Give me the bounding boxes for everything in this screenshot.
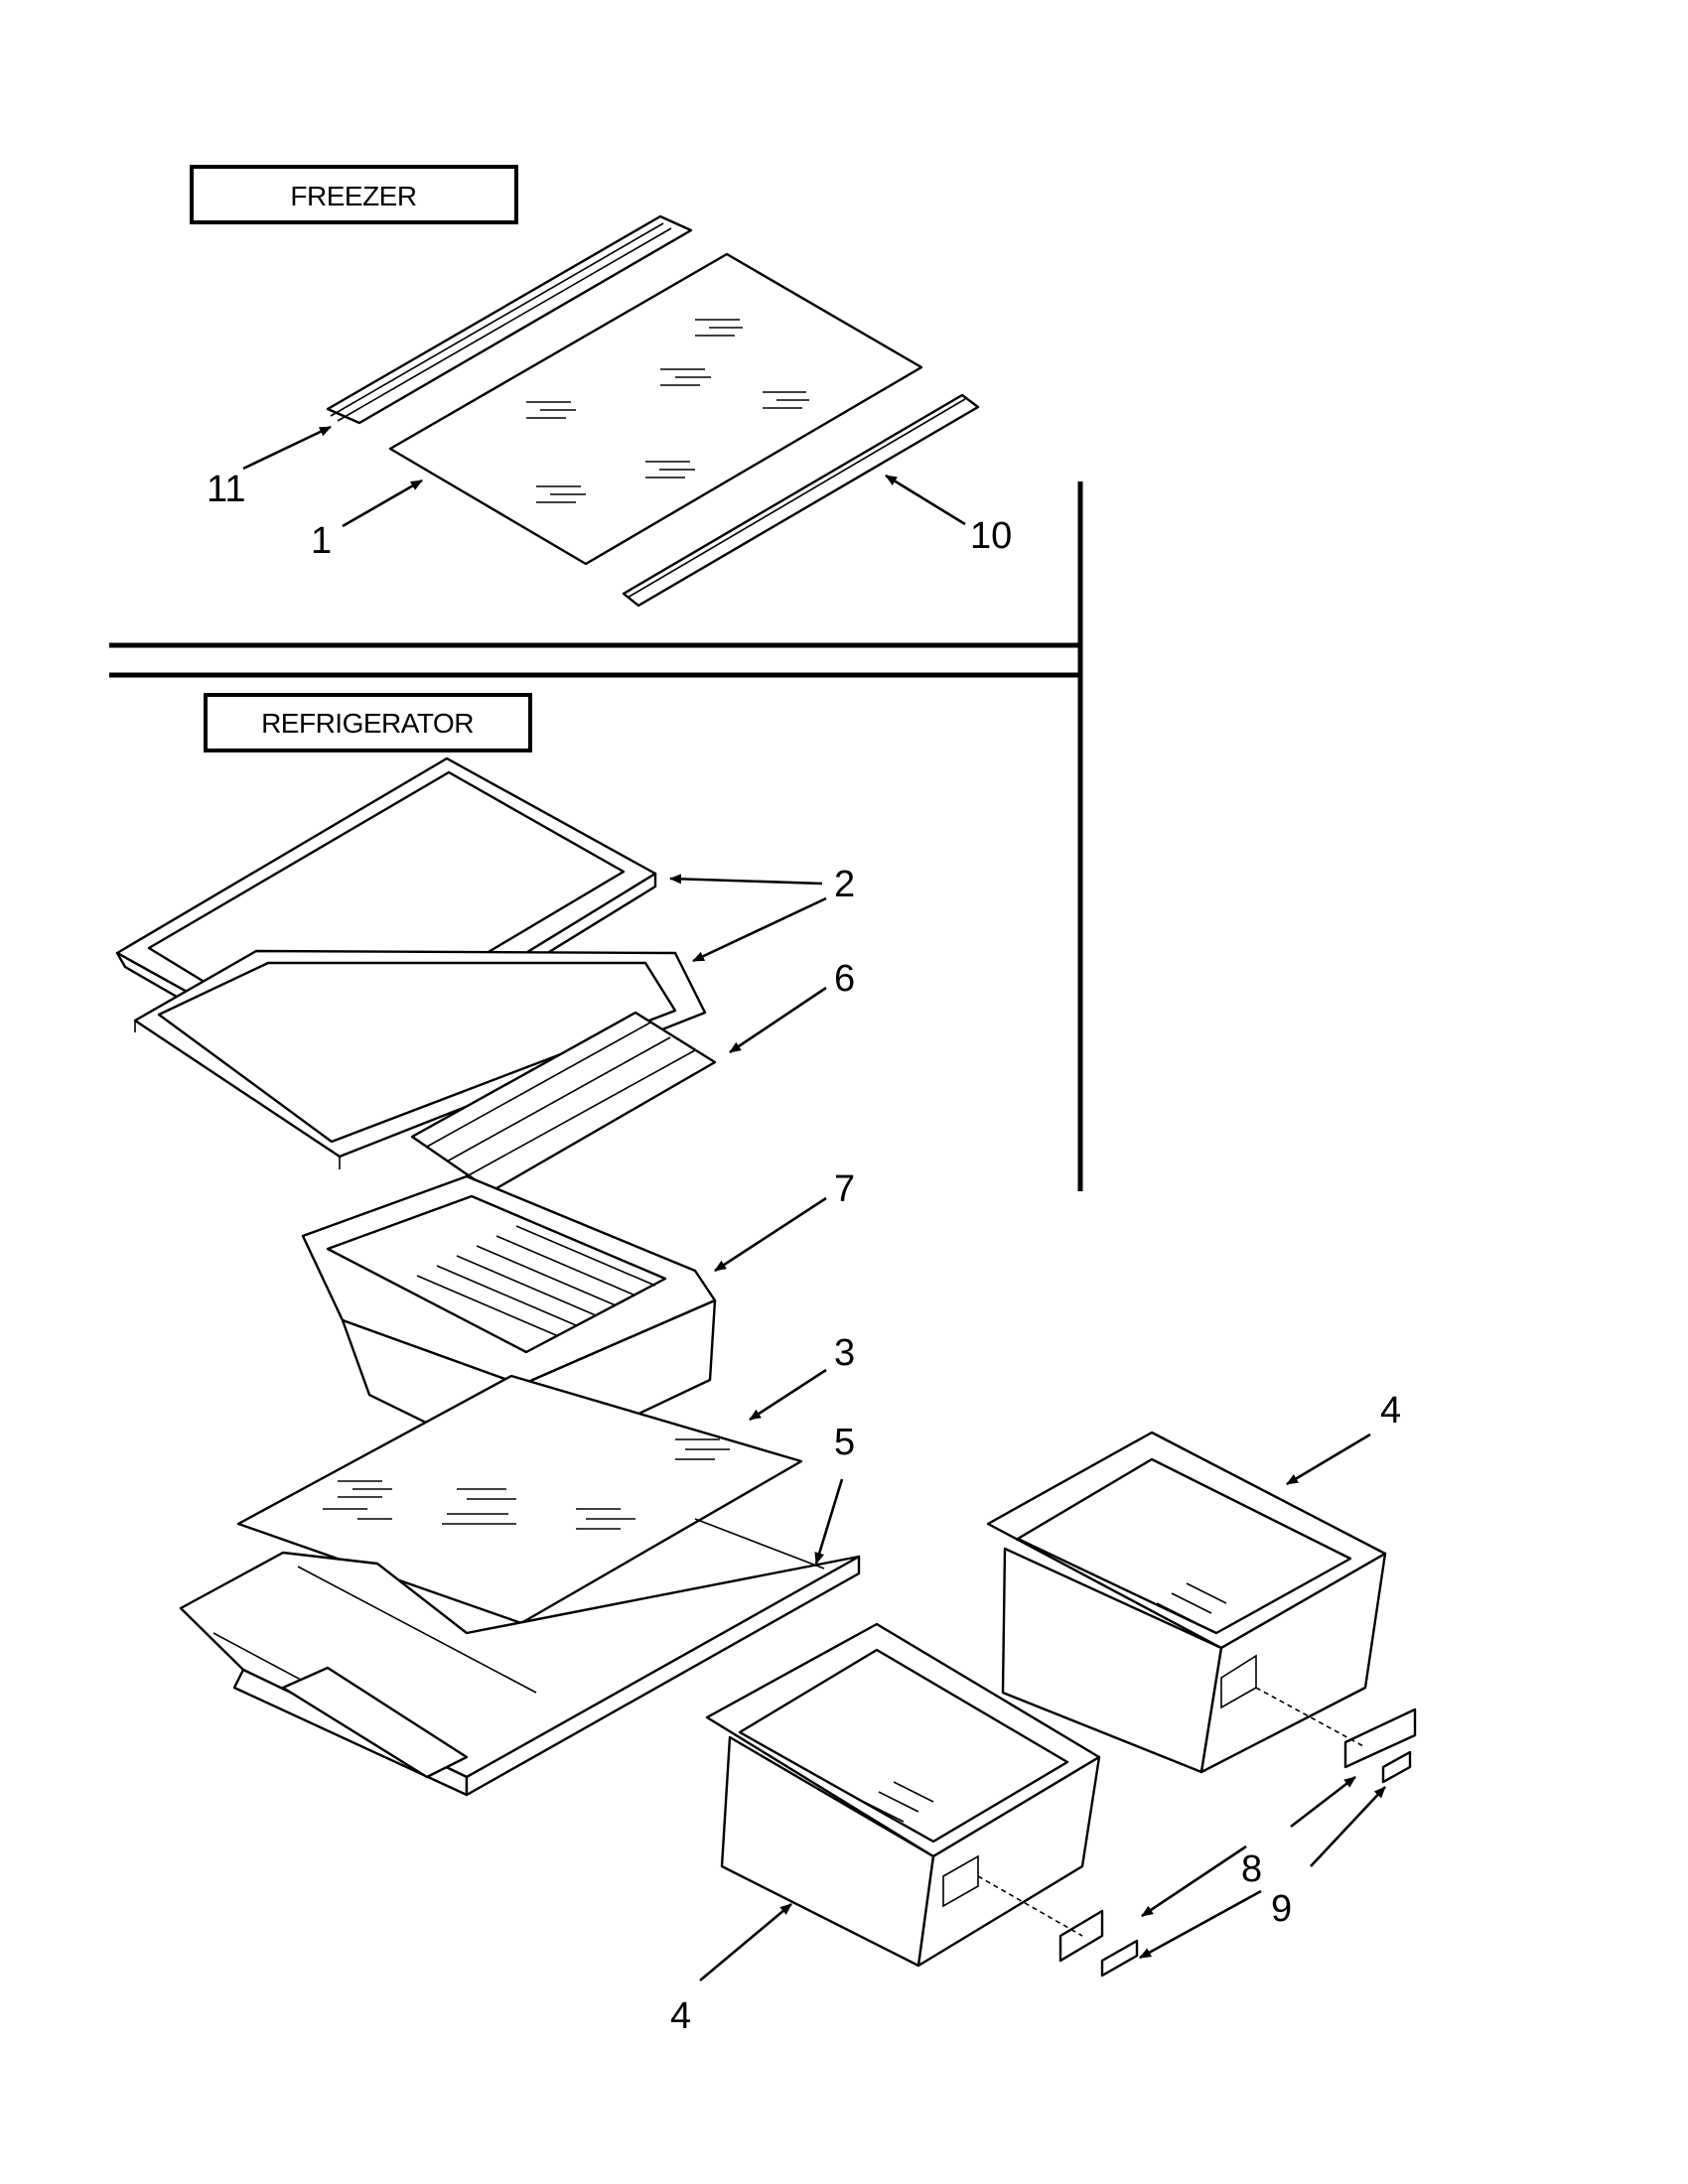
crisper-drawer-left xyxy=(705,1622,1101,1968)
drawer-label-right xyxy=(1255,1687,1417,1784)
callout-10-label: 10 xyxy=(970,515,1012,557)
section-divider xyxy=(109,481,1083,1191)
drawer-label-left xyxy=(977,1875,1139,1978)
callout-3-label: 3 xyxy=(834,1332,855,1374)
callout-5-label: 5 xyxy=(834,1422,855,1463)
callout-6: 6 xyxy=(729,958,855,1054)
callout-8: 8 xyxy=(1141,1775,1356,1918)
callout-8-label: 8 xyxy=(1241,1848,1262,1890)
callout-7: 7 xyxy=(714,1168,855,1273)
callout-9-label: 9 xyxy=(1271,1888,1292,1930)
freezer-shelf-rail-rear xyxy=(326,214,693,425)
freezer-label-text: FREEZER xyxy=(290,181,416,211)
meat-drawer-cover xyxy=(133,949,707,1169)
callout-2-label: 2 xyxy=(834,864,855,905)
freezer-section-label: FREEZER xyxy=(190,165,518,224)
freezer-shelf-rail-front xyxy=(622,393,980,608)
crisper-frame xyxy=(179,1518,861,1797)
callout-1: 1 xyxy=(311,478,423,562)
callout-2: 2 xyxy=(669,864,855,963)
callout-4-right-label: 4 xyxy=(1380,1390,1401,1432)
callout-11: 11 xyxy=(207,425,332,510)
callout-6-label: 6 xyxy=(834,958,855,1000)
refrigerator-label-text: REFRIGERATOR xyxy=(261,708,474,739)
refrigerator-section-label: REFRIGERATOR xyxy=(204,693,532,752)
callout-9: 9 xyxy=(1139,1786,1386,1960)
callout-7-label: 7 xyxy=(834,1168,855,1210)
callout-4-left-label: 4 xyxy=(670,1995,691,2037)
callout-3: 3 xyxy=(749,1332,855,1422)
callout-4-left: 4 xyxy=(670,1903,792,2037)
drawer-slide-rail xyxy=(410,1011,717,1193)
callout-4-right: 4 xyxy=(1286,1390,1401,1486)
callout-11-label: 11 xyxy=(207,469,245,510)
callout-10: 10 xyxy=(885,474,1012,557)
crisper-drawer-right xyxy=(986,1431,1387,1774)
callout-5: 5 xyxy=(814,1422,855,1565)
crisper-glass-shelf xyxy=(236,1374,803,1625)
callout-1-label: 1 xyxy=(311,520,332,562)
freezer-glass-shelf xyxy=(388,252,923,566)
